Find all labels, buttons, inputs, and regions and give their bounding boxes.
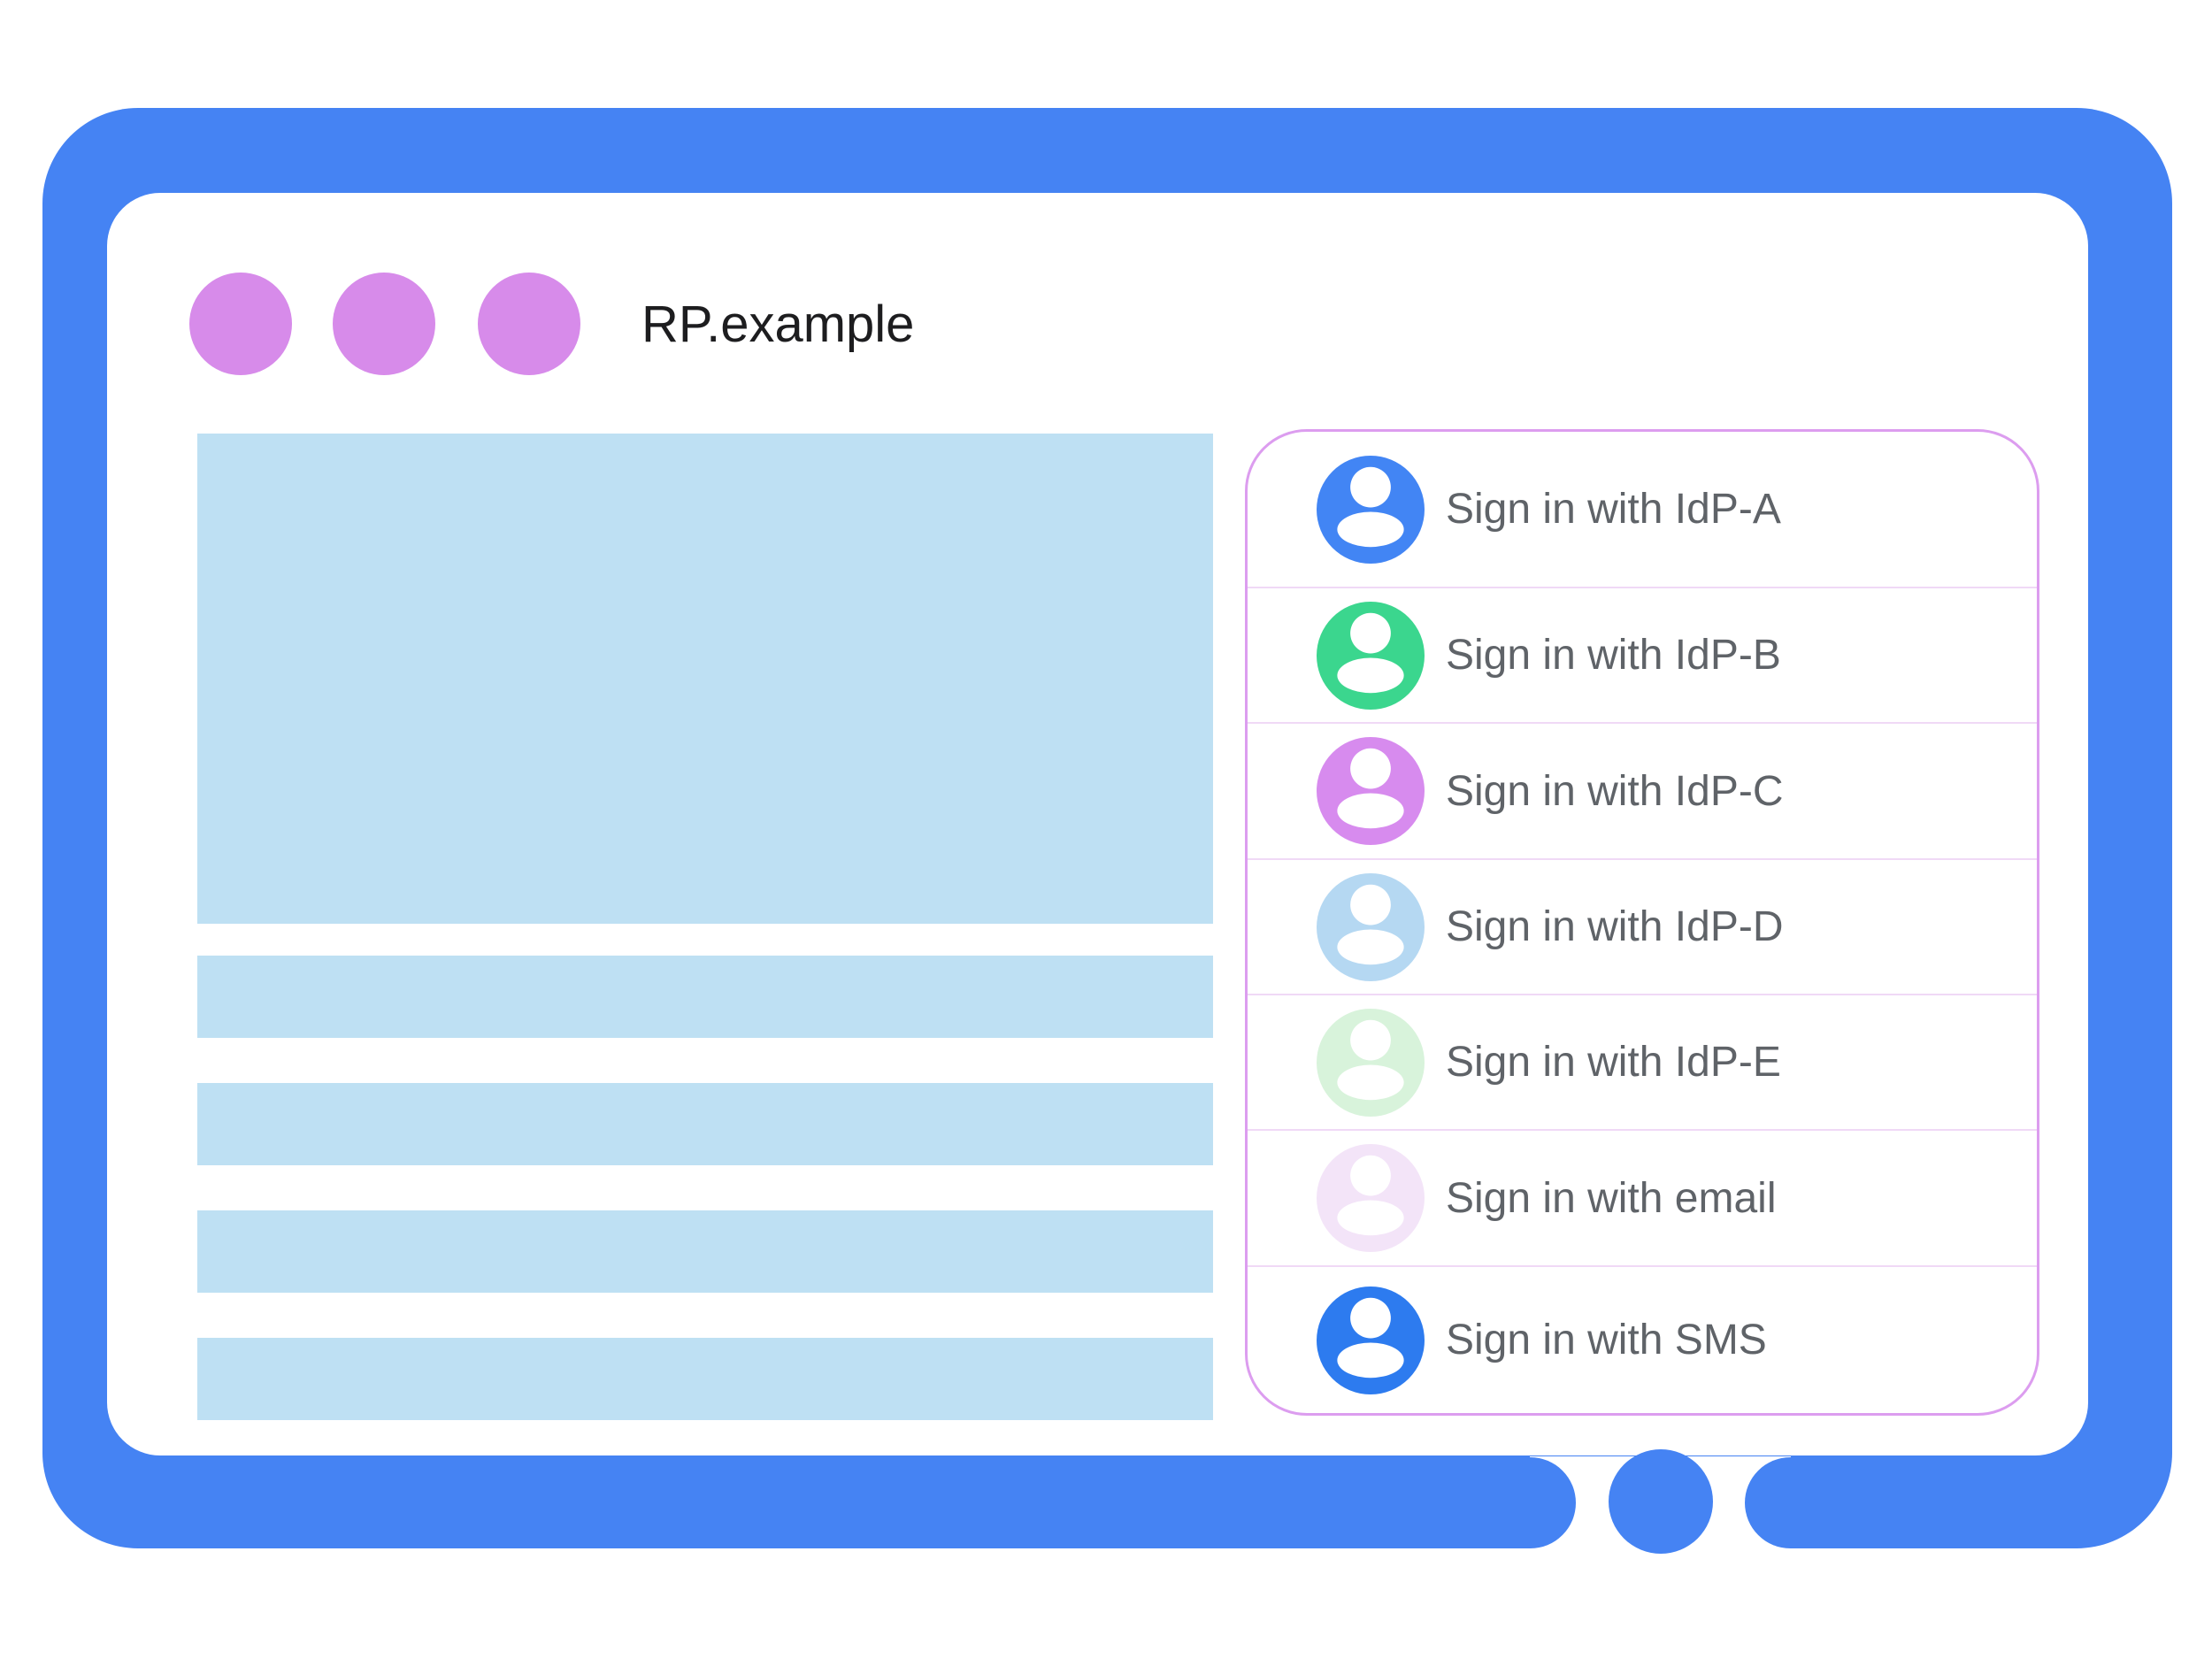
bezel-segment-end	[1745, 1457, 1887, 1548]
window-control-dot[interactable]	[478, 273, 580, 375]
signin-option-label: Sign in with email	[1446, 1174, 1777, 1222]
person-icon	[1317, 1008, 1425, 1117]
content-placeholder-line	[197, 1083, 1213, 1165]
signin-option-idp-b[interactable]: Sign in with IdP-B	[1248, 588, 2037, 724]
signin-option-sms[interactable]: Sign in with SMS	[1248, 1267, 2037, 1413]
signin-option-label: Sign in with IdP-D	[1446, 903, 1784, 950]
window-control-dot[interactable]	[189, 273, 292, 375]
signin-option-idp-e[interactable]: Sign in with IdP-E	[1248, 995, 2037, 1131]
signin-option-idp-a[interactable]: Sign in with IdP-A	[1248, 432, 2037, 588]
signin-option-label: Sign in with SMS	[1446, 1317, 1767, 1363]
signin-option-label: Sign in with IdP-A	[1446, 486, 1781, 533]
bezel-segment-end	[1433, 1457, 1576, 1548]
person-icon	[1317, 455, 1425, 564]
signin-option-idp-c[interactable]: Sign in with IdP-C	[1248, 724, 2037, 860]
signin-option-email[interactable]: Sign in with email	[1248, 1131, 2037, 1267]
signin-panel: Sign in with IdP-A Sign in with IdP-B Si…	[1245, 429, 2039, 1416]
home-button[interactable]	[1609, 1449, 1713, 1554]
signin-option-label: Sign in with IdP-C	[1446, 767, 1784, 815]
signin-option-idp-d[interactable]: Sign in with IdP-D	[1248, 860, 2037, 995]
person-icon	[1317, 1286, 1425, 1394]
content-placeholder-hero	[197, 434, 1213, 924]
site-title: RP.example	[641, 296, 915, 353]
content-placeholder-line	[197, 1338, 1213, 1420]
signin-option-label: Sign in with IdP-B	[1446, 632, 1781, 679]
window-control-dot[interactable]	[333, 273, 435, 375]
person-icon	[1317, 737, 1425, 845]
person-icon	[1317, 601, 1425, 710]
person-icon	[1317, 872, 1425, 981]
person-icon	[1317, 1144, 1425, 1252]
content-placeholder-line	[197, 956, 1213, 1038]
signin-option-label: Sign in with IdP-E	[1446, 1039, 1781, 1086]
content-placeholder-line	[197, 1210, 1213, 1293]
